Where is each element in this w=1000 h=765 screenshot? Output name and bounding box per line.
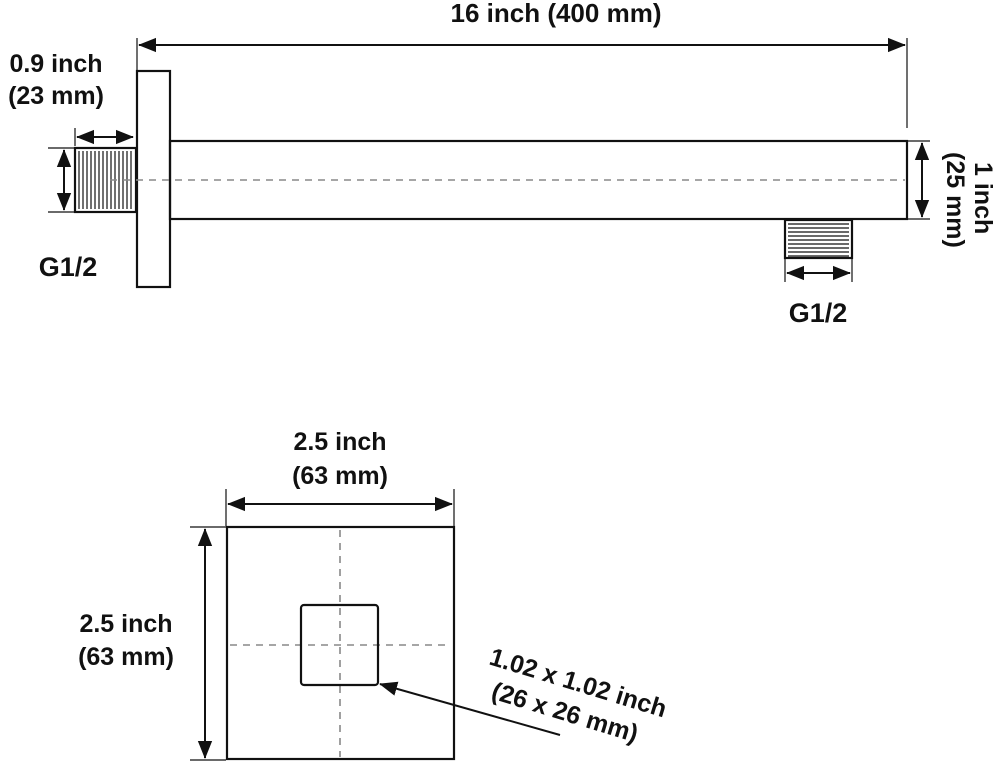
flange-height-label-mm: (63 mm) bbox=[78, 643, 174, 671]
square-flange bbox=[225, 525, 456, 761]
flange-width-label: 2.5 inch bbox=[293, 428, 386, 456]
tube-opening bbox=[299, 603, 380, 687]
inlet-thread-ridges bbox=[78, 151, 132, 209]
flange-thickness-label: 0.9 inch bbox=[9, 50, 102, 78]
shower-arm bbox=[168, 139, 909, 221]
tube-size-label-group: 1.02 x 1.02 inch (26 x 26 mm) bbox=[486, 643, 670, 748]
arm-diameter-label-group: 1 inch (25 mm) bbox=[941, 152, 997, 248]
arm-diameter-label-mm: (25 mm) bbox=[941, 152, 969, 248]
flange-front-view: 2.5 inch (63 mm) 2.5 inch (63 mm) 1.02 x… bbox=[78, 428, 670, 761]
outlet-thread-label: G1/2 bbox=[789, 298, 848, 328]
flange-height-label: 2.5 inch bbox=[79, 610, 172, 638]
wall-flange bbox=[135, 69, 172, 289]
flange-width-label-mm: (63 mm) bbox=[292, 462, 388, 490]
tube-size-leader bbox=[379, 681, 561, 736]
outlet-thread bbox=[783, 218, 854, 260]
arm-diameter-label: 1 inch bbox=[969, 162, 997, 234]
outlet-thread-ridges bbox=[788, 223, 849, 257]
flange-thickness-label-mm: (23 mm) bbox=[8, 82, 104, 110]
side-view: 16 inch (400 mm) 0.9 inch (23 mm) G1/2 1… bbox=[8, 0, 997, 328]
overall-length-label: 16 inch (400 mm) bbox=[451, 0, 662, 28]
inlet-thread-label: G1/2 bbox=[39, 252, 98, 282]
